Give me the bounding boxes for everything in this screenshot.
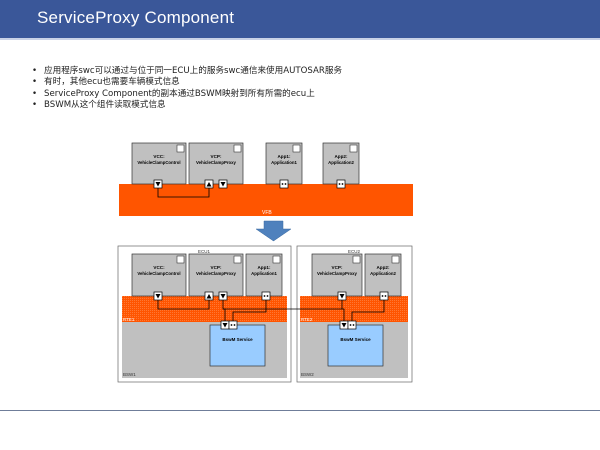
title-underline (0, 38, 600, 40)
swc-vcp: VCP: VehicleClampProxy (188, 142, 244, 185)
ports-top (153, 179, 346, 189)
ecu1-bswm-service: BswM Service (209, 324, 266, 367)
down-arrow (255, 220, 292, 242)
swc-name: App1: (277, 154, 290, 159)
ecu2-rte-label: RTE2 (301, 317, 313, 322)
ecu1-rte-label: RTE1 (123, 317, 135, 322)
bullet-item: 有时，其他ecu也需要车辆模式信息 (32, 77, 342, 89)
vfb-label: VFB (262, 210, 272, 216)
bullet-item: 应用程序swc可以通过与位于同一ECU上的服务swc通信来使用AUTOSAR服务 (32, 66, 342, 78)
component-icon (272, 255, 281, 264)
swc-type: Application2 (370, 271, 396, 276)
swc-vcc: VCC: VehicleClampControl (131, 142, 187, 185)
component-icon (352, 255, 361, 264)
ecu2-bsw-label: BSW2 (301, 372, 314, 377)
swc-type: VehicleClampControl (137, 160, 180, 165)
swc-type: Application1 (251, 271, 277, 276)
swc-type: VehicleClampControl (137, 271, 180, 276)
swc-name: VCC: (153, 154, 165, 159)
bullet-item: ServiceProxy Component的副本通过BSWM映射到所有所需的e… (32, 89, 342, 101)
swc-name: VCP: (211, 265, 222, 270)
swc-type: VehicleClampProxy (196, 271, 236, 276)
swc-name: VCP: (332, 265, 343, 270)
swc-name: App2: (376, 265, 389, 270)
bullet-list: 应用程序swc可以通过与位于同一ECU上的服务swc通信来使用AUTOSAR服务… (32, 66, 342, 111)
footer-line (0, 410, 600, 411)
swc-app1: App1: Application1 (265, 142, 303, 185)
title-bar: ServiceProxy Component (0, 0, 600, 38)
ecu2-connectors (341, 300, 385, 321)
service-label: BswM Service (222, 337, 253, 342)
component-icon (292, 144, 301, 153)
swc-name: App2: (334, 154, 347, 159)
component-icon (233, 255, 242, 264)
component-icon (391, 255, 400, 264)
component-icon (176, 255, 185, 264)
component-icon (233, 144, 242, 153)
ecu1-label: ECU1 (198, 249, 211, 254)
swc-app2: App2: Application2 (322, 142, 360, 185)
ecu2-ports (337, 291, 389, 330)
swc-type: VehicleClampProxy (196, 160, 236, 165)
swc-type: Application1 (271, 160, 297, 165)
swc-type: VehicleClampProxy (317, 271, 357, 276)
swc-name: VCC: (153, 265, 165, 270)
component-icon (176, 144, 185, 153)
swc-name: App1: (257, 265, 270, 270)
swc-type: Application2 (328, 160, 354, 165)
ecu1-swc-app1: App1: Application1 (245, 253, 283, 297)
component-icon (349, 144, 358, 153)
ecu1-ports (153, 291, 271, 330)
ecu1-bsw-label: BSW1 (123, 372, 136, 377)
ecu2-bswm-service: BswM Service (327, 324, 384, 367)
ecu2-swc-app2: App2: Application2 (364, 253, 402, 297)
bullet-item: BSWM从这个组件读取模式信息 (32, 100, 342, 112)
ecu2-label: ECU2 (348, 249, 361, 254)
ecu2-swc-vcp: VCP: VehicleClampProxy (311, 253, 363, 297)
ecu1-swc-vcc: VCC: VehicleClampControl (131, 253, 187, 297)
service-label: BswM Service (340, 337, 371, 342)
vfb-bus (119, 184, 413, 216)
ecu1-swc-vcp: VCP: VehicleClampProxy (188, 253, 244, 297)
swc-name: VCP: (211, 154, 222, 159)
slide-title: ServiceProxy Component (37, 8, 235, 27)
connector-top (157, 188, 210, 198)
